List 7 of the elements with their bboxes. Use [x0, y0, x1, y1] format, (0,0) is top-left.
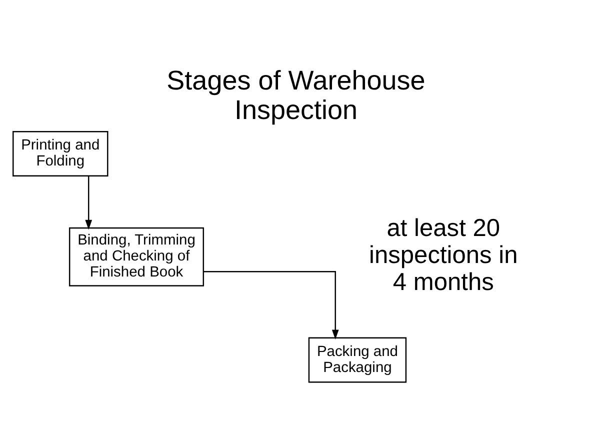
arrow: [204, 271, 339, 340]
node-box: Binding, Trimming and Checking of Finished Book: [68, 227, 204, 286]
diagram-title: Stages of Warehouse Inspection: [166, 65, 426, 125]
label: at least 20 inspections in 4 months: [369, 215, 518, 296]
node-box: Packing and Packaging: [308, 337, 407, 383]
node-box: Printing and Folding: [12, 131, 108, 176]
arrow: [85, 176, 92, 230]
